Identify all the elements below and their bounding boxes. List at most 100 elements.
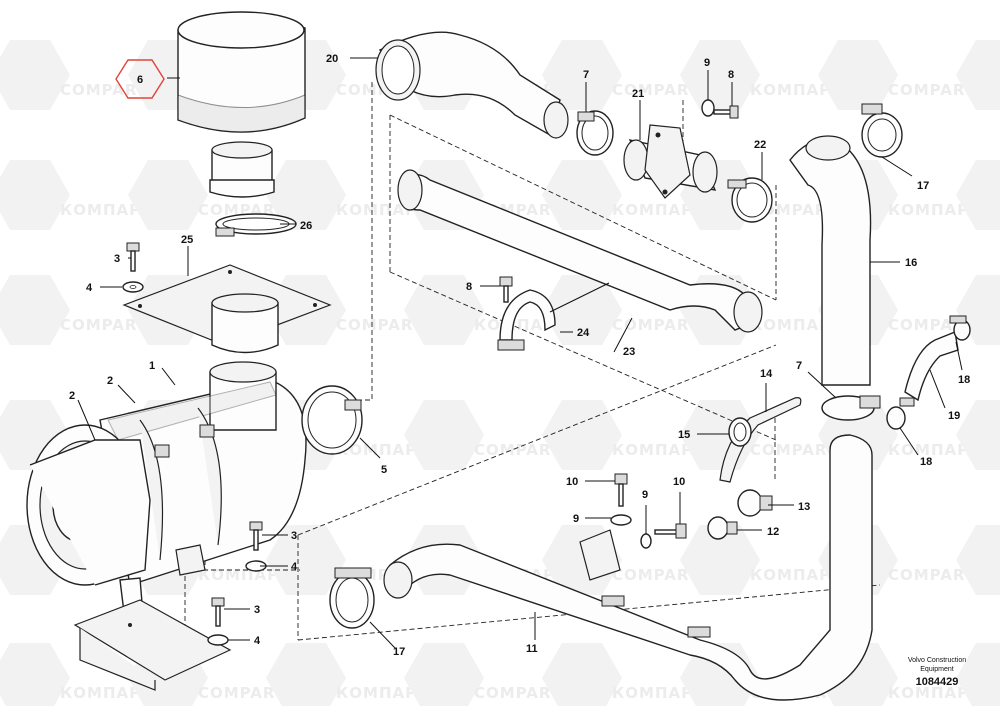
- washer-9-top[interactable]: [701, 99, 715, 117]
- callout-20[interactable]: 20: [326, 53, 338, 65]
- elbow-hose-16[interactable]: [789, 135, 872, 386]
- bolt-3-mid[interactable]: [249, 521, 263, 551]
- callout-3-top[interactable]: 3: [114, 253, 120, 265]
- bolt-8-mid[interactable]: [499, 276, 513, 303]
- callout-3-mid[interactable]: 3: [291, 530, 297, 542]
- clamp-22[interactable]: [727, 177, 773, 223]
- callout-4-low[interactable]: 4: [254, 635, 261, 647]
- watermark-text: КОМПАРТ: [60, 684, 152, 702]
- mounting-bracket[interactable]: [73, 599, 232, 691]
- callout-12[interactable]: 12: [767, 526, 779, 538]
- clamp-7-top[interactable]: [576, 110, 614, 156]
- sensor-12[interactable]: [707, 516, 738, 540]
- callout-4-top[interactable]: 4: [86, 282, 93, 294]
- clip-block-b[interactable]: [687, 626, 711, 638]
- callout-9-right[interactable]: 9: [642, 489, 648, 501]
- washer-4-low[interactable]: [207, 634, 229, 646]
- clip-15[interactable]: [728, 417, 752, 447]
- flange-pipe-21[interactable]: [623, 124, 718, 199]
- clamp-18-top[interactable]: [949, 315, 971, 341]
- callout-8-mid[interactable]: 8: [466, 281, 472, 293]
- watermark-hexagon: [956, 400, 1000, 470]
- small-hose-19[interactable]: [904, 331, 959, 402]
- watermark-hexagon: [404, 400, 484, 470]
- clamp-18-bottom[interactable]: [886, 397, 915, 430]
- clamp-17-top[interactable]: [861, 103, 903, 158]
- callout-3-low[interactable]: 3: [254, 604, 260, 616]
- callout-25[interactable]: 25: [181, 234, 193, 246]
- watermark-text: COMPART: [612, 566, 700, 584]
- mount-foot[interactable]: [175, 544, 206, 576]
- callout-4-mid[interactable]: 4: [291, 561, 298, 573]
- callout-18-bottom[interactable]: 18: [920, 456, 932, 468]
- watermark-hexagon: [404, 275, 484, 345]
- company-name-line1: Volvo Construction: [908, 657, 966, 664]
- highlight-hexagon: [115, 59, 165, 99]
- callout-10-right[interactable]: 10: [673, 476, 685, 488]
- hose-clamp-26[interactable]: [215, 213, 297, 237]
- callout-2-left[interactable]: 2: [69, 390, 75, 402]
- watermark-hexagon: [818, 40, 898, 110]
- washer-9-left[interactable]: [610, 514, 632, 526]
- callout-6[interactable]: 6: [137, 74, 143, 86]
- callout-17-top[interactable]: 17: [917, 180, 929, 192]
- footer-block: Volvo Construction Equipment 1084429: [908, 657, 966, 688]
- watermark-hexagon: [0, 643, 70, 711]
- leader-lines: [77, 57, 963, 649]
- clip-block-a[interactable]: [601, 595, 625, 607]
- watermark-hexagon: [542, 275, 622, 345]
- callout-19[interactable]: 19: [948, 410, 960, 422]
- watermark-text: КОМПАРТ: [888, 684, 980, 702]
- clamp-17-bottom[interactable]: [329, 567, 375, 629]
- callout-23[interactable]: 23: [623, 346, 635, 358]
- bolt-8-top[interactable]: [713, 105, 739, 119]
- callout-2-right[interactable]: 2: [107, 375, 113, 387]
- bolt-10-left[interactable]: [614, 473, 628, 507]
- callout-13[interactable]: 13: [798, 501, 810, 513]
- callout-1[interactable]: 1: [149, 360, 155, 372]
- elbow-hose-20[interactable]: [375, 31, 569, 139]
- bolt-3-top[interactable]: [126, 242, 140, 272]
- callout-9-top[interactable]: 9: [704, 57, 710, 69]
- long-hose-23[interactable]: [397, 169, 763, 333]
- long-pipe-11[interactable]: [383, 434, 873, 701]
- callout-17-bottom[interactable]: 17: [393, 646, 405, 658]
- callout-7-top[interactable]: 7: [583, 69, 589, 81]
- watermark-text: КОМПАРТ: [750, 316, 842, 334]
- callout-15[interactable]: 15: [678, 429, 690, 441]
- adapter-collar[interactable]: [211, 293, 279, 354]
- watermark-text: КОМПАРТ: [474, 316, 566, 334]
- callout-10-left[interactable]: 10: [566, 476, 578, 488]
- callout-26[interactable]: 26: [300, 220, 312, 232]
- callout-8-top[interactable]: 8: [728, 69, 734, 81]
- precleaner-cap[interactable]: [177, 11, 306, 133]
- filter-end-cover[interactable]: [26, 424, 151, 586]
- callout-9-left[interactable]: 9: [573, 513, 579, 525]
- callout-24[interactable]: 24: [577, 327, 590, 339]
- bolt-10-right[interactable]: [654, 523, 687, 539]
- callout-21[interactable]: 21: [632, 88, 644, 100]
- dashed-guides: [184, 82, 881, 641]
- callout-18-top[interactable]: 18: [958, 374, 970, 386]
- watermark-text: COMPART: [336, 316, 424, 334]
- watermark-text: КОМПАРТ: [750, 81, 842, 99]
- bolt-3-low[interactable]: [211, 597, 225, 627]
- washer-9-right[interactable]: [640, 533, 652, 549]
- watermark-text: COMPART: [612, 316, 700, 334]
- bracket-plate[interactable]: [579, 529, 621, 581]
- callout-16[interactable]: 16: [905, 257, 917, 269]
- callout-7-right[interactable]: 7: [796, 360, 802, 372]
- callout-14[interactable]: 14: [760, 368, 773, 380]
- callout-5[interactable]: 5: [381, 464, 387, 476]
- clamp-5[interactable]: [301, 385, 363, 455]
- watermark-text: COMPART: [474, 684, 562, 702]
- intake-tube[interactable]: [209, 141, 275, 198]
- clamp-7-right[interactable]: [821, 395, 881, 421]
- bracket-24[interactable]: [497, 289, 556, 351]
- callout-22[interactable]: 22: [754, 139, 766, 151]
- sensor-13[interactable]: [737, 489, 773, 517]
- callout-11[interactable]: 11: [526, 643, 538, 655]
- washer-4-top[interactable]: [122, 281, 144, 293]
- watermark-text: COMPART: [198, 684, 286, 702]
